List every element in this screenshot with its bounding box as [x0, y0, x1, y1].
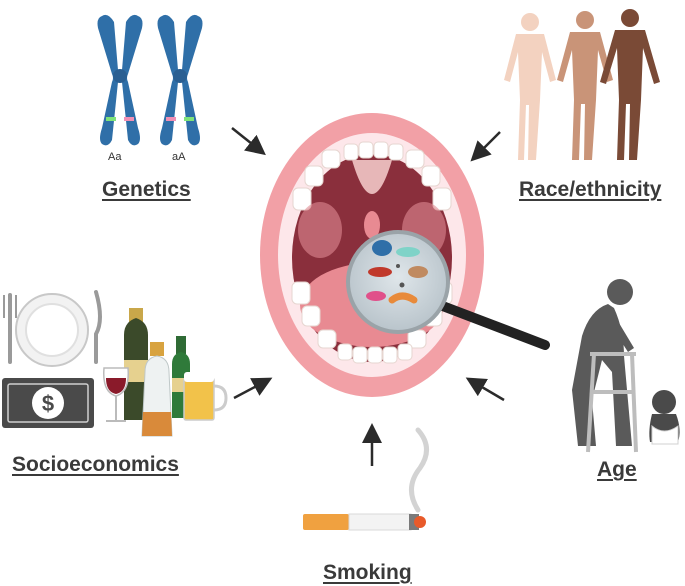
smoking-label: Smoking: [323, 561, 412, 584]
walker-icon: [586, 352, 638, 453]
arrow-age: [465, 377, 505, 402]
baby-icon: [649, 390, 680, 445]
alcohol-bottles-icon: [103, 308, 228, 437]
human-figures-icon: [504, 9, 660, 160]
age-label: Age: [597, 458, 637, 481]
arrow-race: [470, 131, 501, 162]
magnifying-glass-icon: [346, 230, 550, 350]
currency-symbol: $: [42, 391, 54, 416]
socioeconomics-label: Socioeconomics: [12, 453, 179, 476]
race-ethnicity-label: Race/ethnicity: [519, 178, 662, 201]
genetics-label: Genetics: [102, 178, 191, 201]
bacteria-icon: [366, 240, 428, 304]
money-bill-icon: $: [2, 378, 94, 428]
chromosome-label-right: aA: [172, 151, 186, 163]
plate-and-cutlery-icon: [3, 290, 102, 367]
chromosome-label-left: Aa: [108, 151, 122, 163]
arrows: [231, 127, 505, 466]
arrow-genetics: [231, 127, 266, 156]
arrow-socioeconomics: [233, 377, 273, 400]
elderly-person-icon: [572, 279, 634, 446]
cigarette-icon: [303, 427, 429, 531]
chromosome-icon: [97, 14, 203, 146]
